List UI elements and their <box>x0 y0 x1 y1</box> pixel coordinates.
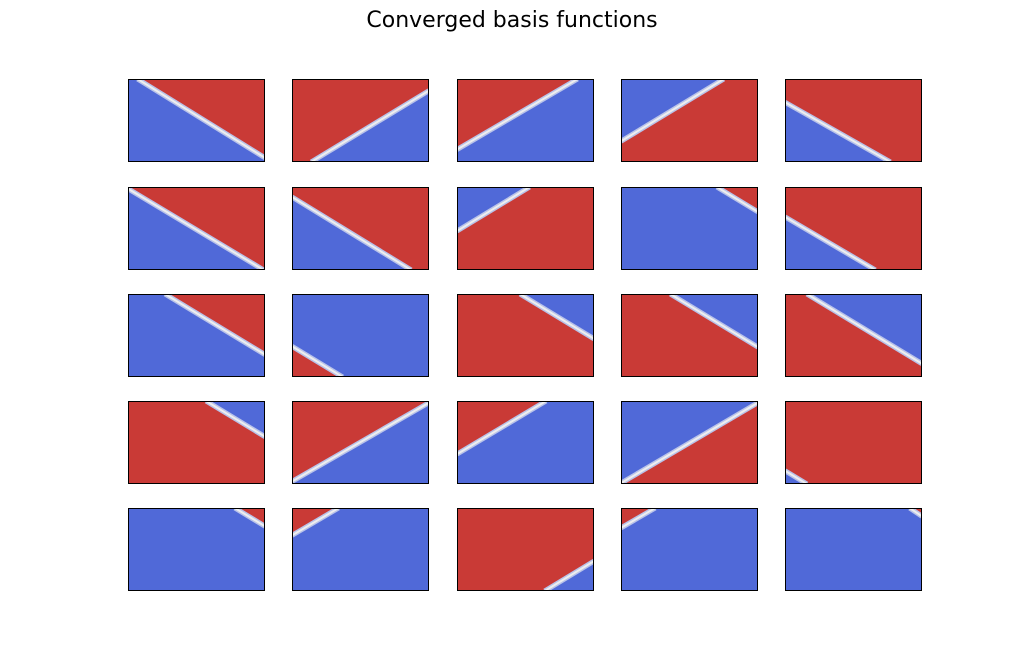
panel-boundary-line <box>669 294 758 348</box>
basis-panel-r1-c2 <box>457 187 594 270</box>
panel-frame <box>457 401 594 484</box>
basis-panel-r3-c4 <box>785 401 922 484</box>
basis-panel-r2-c3 <box>621 294 758 377</box>
panel-frame <box>785 508 922 591</box>
panel-boundary-line <box>544 560 594 591</box>
panel-frame <box>621 294 758 377</box>
panel-boundary-line <box>716 187 758 213</box>
basis-panel-r0-c2 <box>457 79 594 162</box>
panel-boundary-line <box>457 79 579 151</box>
panel-frame <box>457 187 594 270</box>
panel-frame <box>128 401 265 484</box>
panel-boundary-line <box>310 89 429 162</box>
panel-boundary-line <box>519 294 594 340</box>
panel-boundary-line <box>205 401 265 438</box>
panel-frame <box>621 79 758 162</box>
panel-frame <box>785 401 922 484</box>
panel-region-upper <box>128 79 265 162</box>
basis-panel-r4-c0 <box>128 508 265 591</box>
panel-region-lower <box>292 508 429 591</box>
panel-frame <box>292 187 429 270</box>
panel-region-upper <box>292 294 429 377</box>
panel-boundary-line <box>128 187 265 270</box>
panel-region-lower <box>621 79 758 162</box>
panel-region-lower <box>457 401 594 484</box>
basis-panel-r1-c3 <box>621 187 758 270</box>
panel-region-upper <box>457 508 594 591</box>
basis-panel-r2-c4 <box>785 294 922 377</box>
panel-frame <box>457 294 594 377</box>
panel-frame <box>128 294 265 377</box>
basis-panel-r0-c4 <box>785 79 922 162</box>
panel-region-upper <box>785 401 922 484</box>
basis-panel-r3-c2 <box>457 401 594 484</box>
panel-boundary-line <box>292 196 412 270</box>
panel-boundary-line <box>292 401 429 483</box>
panel-region-upper <box>621 294 758 377</box>
panel-frame <box>128 508 265 591</box>
panel-frame <box>292 401 429 484</box>
panel-boundary-line <box>457 187 531 232</box>
panel-frame <box>128 187 265 270</box>
panel-boundary-line <box>621 401 758 484</box>
panel-boundary-line <box>621 79 725 143</box>
panel-frame <box>457 79 594 162</box>
basis-panel-r4-c1 <box>292 508 429 591</box>
basis-panel-r1-c4 <box>785 187 922 270</box>
panel-frame <box>292 294 429 377</box>
basis-panel-r3-c3 <box>621 401 758 484</box>
panel-region-upper <box>785 294 922 377</box>
panel-region-lower <box>621 508 758 591</box>
panel-frame <box>457 508 594 591</box>
panel-boundary-line <box>785 216 876 270</box>
basis-panel-r3-c0 <box>128 401 265 484</box>
basis-panel-r2-c2 <box>457 294 594 377</box>
panel-region-upper <box>785 508 922 591</box>
basis-panel-r3-c1 <box>292 401 429 484</box>
chart-title: Converged basis functions <box>366 8 658 33</box>
panel-region-upper <box>292 79 429 162</box>
panel-frame <box>785 294 922 377</box>
basis-panel-r1-c1 <box>292 187 429 270</box>
panel-region-upper <box>785 79 922 162</box>
panel-region-lower <box>457 187 594 270</box>
panel-region-upper <box>128 294 265 377</box>
basis-panel-r4-c4 <box>785 508 922 591</box>
panel-boundary-line <box>292 508 340 537</box>
panel-frame <box>621 508 758 591</box>
panel-region-lower <box>457 79 594 162</box>
panel-boundary-line <box>785 101 891 162</box>
panel-region-upper <box>621 187 758 270</box>
panel-region-upper <box>785 187 922 270</box>
panel-boundary-line <box>621 508 656 529</box>
basis-panel-r0-c1 <box>292 79 429 162</box>
panel-boundary-line <box>457 401 547 455</box>
panel-region-upper <box>128 508 265 591</box>
basis-panel-r4-c2 <box>457 508 594 591</box>
basis-panel-r2-c0 <box>128 294 265 377</box>
basis-panel-r2-c1 <box>292 294 429 377</box>
panel-boundary-line <box>292 345 344 377</box>
panel-frame <box>292 79 429 162</box>
panel-boundary-line <box>164 294 265 356</box>
panel-boundary-line <box>785 469 808 484</box>
panel-frame <box>621 187 758 270</box>
panel-frame <box>621 401 758 484</box>
basis-panel-r0-c0 <box>128 79 265 162</box>
panel-frame <box>292 508 429 591</box>
basis-panel-r1-c0 <box>128 187 265 270</box>
panel-region-upper <box>292 187 429 270</box>
panel-region-upper <box>457 294 594 377</box>
panel-frame <box>785 79 922 162</box>
basis-panel-r0-c3 <box>621 79 758 162</box>
panel-region-upper <box>128 401 265 484</box>
panel-frame <box>785 187 922 270</box>
basis-panel-r4-c3 <box>621 508 758 591</box>
panel-boundary-line <box>806 294 922 365</box>
panel-boundary-line <box>137 79 265 159</box>
panel-frame <box>128 79 265 162</box>
panel-boundary-line <box>234 508 265 528</box>
panel-boundary-line <box>909 508 922 518</box>
